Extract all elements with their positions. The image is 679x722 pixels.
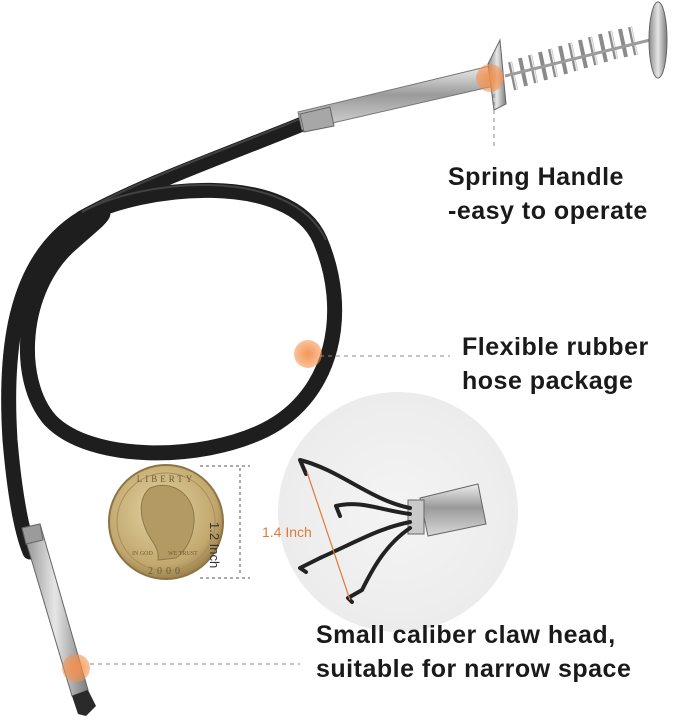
callout-hose-line1: Flexible rubber [462, 333, 649, 361]
marker-claw [62, 654, 90, 682]
rubber-hose [1, 112, 343, 560]
callout-hose-line2: hose package [462, 367, 634, 395]
claw-dimension-label: 1.4 Inch [262, 524, 312, 540]
marker-spring [476, 64, 504, 92]
handle-tube [297, 65, 495, 133]
callout-rubber-hose: Flexible rubber hose package [462, 330, 649, 398]
coin: LIBERTY 2000 IN GOD WE TRUST [108, 464, 224, 580]
coin-text-bottom: 2000 [148, 566, 184, 577]
coin-text-right: WE TRUST [168, 551, 198, 557]
callout-claw-line1: Small caliber claw head, [316, 621, 616, 649]
coin-text-left: IN GOD [132, 551, 153, 557]
coin-dimension [200, 465, 250, 579]
leader-lines [90, 94, 495, 665]
marker-hose [294, 340, 322, 368]
claw-head [298, 458, 487, 604]
callout-spring-handle: Spring Handle -easy to operate [448, 160, 648, 228]
claw-dimension-line [306, 471, 351, 601]
coin-text-top: LIBERTY [137, 474, 195, 484]
coin-dimension-label: 1.2 Inch [207, 522, 222, 569]
callout-claw-line2: suitable for narrow space [316, 655, 632, 683]
spring-handle [487, 1, 668, 111]
lower-tube [21, 523, 96, 716]
callout-spring-line2: -easy to operate [448, 197, 648, 225]
callout-claw-head: Small caliber claw head, suitable for na… [316, 618, 631, 686]
callout-spring-line1: Spring Handle [448, 163, 624, 191]
